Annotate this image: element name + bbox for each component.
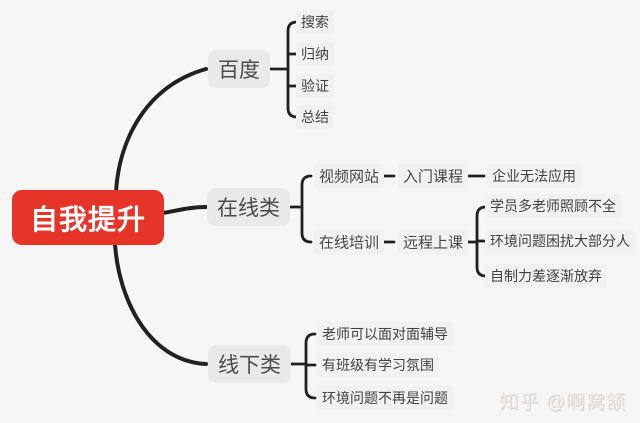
root-node-self-improvement: 自我提升 [12,190,164,245]
branch-node-baidu: 百度 [208,50,270,88]
leaf-node-verify: 验证 [296,74,334,98]
sub-node-intro-course: 入门课程 [398,163,469,189]
branch-node-offline: 线下类 [208,345,291,383]
zhihu-watermark: 知乎 @啊窝颔 [499,392,626,413]
link-root-to-baidu [114,67,208,194]
sub-node-video-sites: 视频网站 [314,163,385,189]
link-root-to-offline [113,242,208,366]
leaf-node-environment-no-problem: 环境问题不再是问题 [317,386,453,410]
leaf-node-search: 搜索 [296,10,334,34]
leaf-node-too-many-students: 学员多老师照顾不全 [485,194,621,218]
sub-node-remote-class: 远程上课 [398,229,469,255]
sub-node-online-training: 在线培训 [314,229,385,255]
leaf-node-poor-self-control: 自制力差逐渐放弃 [485,264,607,288]
leaf-node-environment-problems: 环境问题困扰大部分人 [485,229,635,253]
leaf-node-conclude: 总结 [296,105,334,129]
leaf-node-enterprise-cannot-apply: 企业无法应用 [487,164,581,188]
leaf-node-class-atmosphere: 有班级有学习氛围 [317,353,439,377]
link-root-to-online [161,205,208,215]
link-baidu-spine [286,20,299,119]
leaf-node-face-to-face-tutoring: 老师可以面对面辅导 [317,322,453,346]
branch-node-online: 在线类 [207,188,290,226]
leaf-node-summarize: 归纳 [296,42,334,66]
link-online-spine [300,174,313,244]
